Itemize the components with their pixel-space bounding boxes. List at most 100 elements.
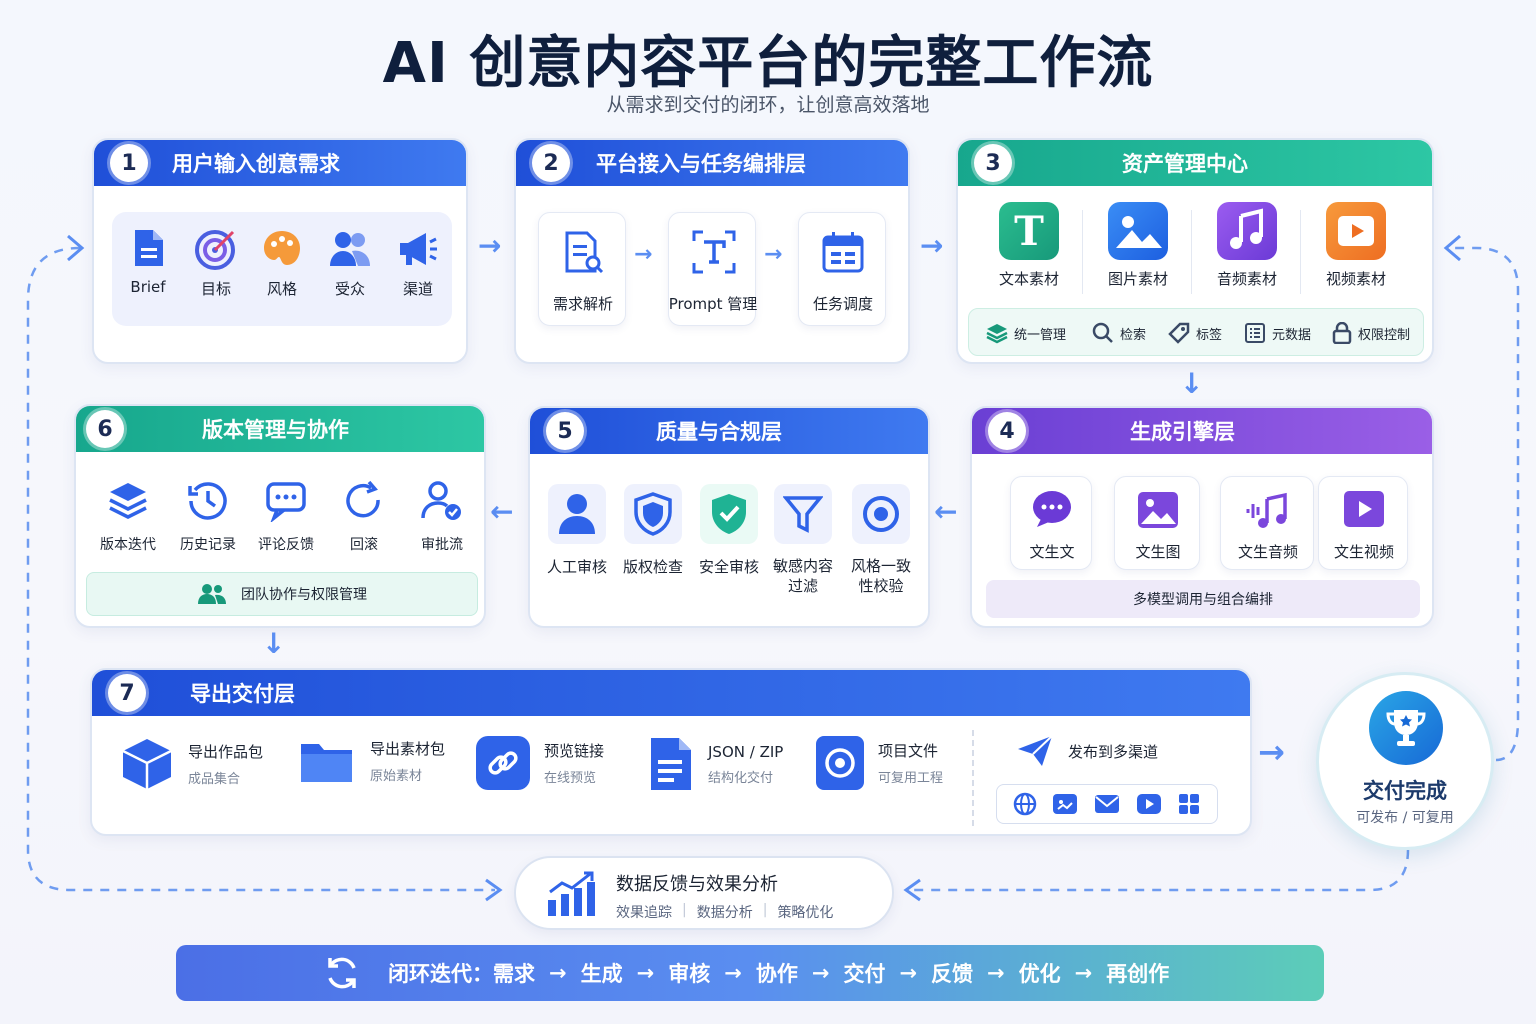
publish-label: 发布到多渠道 — [1068, 742, 1159, 761]
export-assets-label: 导出素材包 — [370, 740, 446, 758]
goal-item: 目标 — [184, 228, 248, 299]
export-assets-item: 导出素材包原始素材 — [298, 736, 445, 786]
prompt-tile: Prompt 管理 — [668, 212, 757, 326]
arrow-4-5: ← — [934, 495, 958, 528]
chat-bubble-icon — [1033, 491, 1071, 527]
audio-gen-label: 文生音频 — [1237, 543, 1298, 561]
rollback-label: 回滚 — [350, 537, 378, 553]
refresh-icon — [346, 480, 380, 518]
loop-step: 优化 — [1018, 962, 1061, 986]
approval-label: 审批流 — [421, 537, 463, 553]
loop-arrow: → — [724, 961, 742, 985]
step7-header: 7 导出交付层 — [92, 670, 1250, 716]
megaphone-icon — [400, 233, 437, 265]
multi-model-bar: 多模型调用与组合编排 — [986, 580, 1420, 618]
arrow-7-delivery: → — [1258, 733, 1285, 771]
audio-wave-icon — [1246, 492, 1287, 528]
image-asset-label: 图片素材 — [1107, 270, 1168, 288]
loop-arrow: → — [899, 961, 918, 985]
mail-icon[interactable] — [1094, 793, 1120, 815]
loop-arrow: → — [811, 961, 830, 985]
text-gen-label: 文生文 — [1029, 543, 1075, 561]
json-zip-sub: 结构化交付 — [708, 770, 774, 786]
text-asset: T 文本素材 — [984, 202, 1074, 289]
loop-arrow: → — [549, 961, 567, 985]
history-item: 历史记录 — [170, 480, 246, 554]
team-icon — [198, 584, 226, 604]
unified-label: 统一管理 — [1014, 327, 1067, 343]
arrow-5-6: ← — [490, 495, 514, 528]
loop-step: 再创作 — [1106, 962, 1170, 986]
goal-label: 目标 — [200, 280, 231, 298]
step4-card: 4 生成引擎层 文生文 文生图 文生音频 文生视频 多模型调用与组合编排 — [970, 406, 1434, 628]
music-note-icon — [1217, 202, 1277, 260]
style-consistency-label: 风格一致性校验 — [850, 557, 911, 595]
stack-icon — [986, 324, 1008, 344]
parse-tile: 需求解析 — [538, 212, 626, 326]
step3-number: 3 — [974, 144, 1012, 182]
closed-loop-bar: 闭环迭代： 需求→ 生成→ 审核→ 协作→ 交付→ 反馈→ 优化→ 再创作 — [176, 945, 1324, 1001]
video-channel-icon[interactable] — [1136, 792, 1162, 816]
feedback-title: 数据反馈与效果分析 — [616, 874, 778, 895]
loop-label: 闭环迭代： — [388, 962, 493, 986]
link-icon — [476, 736, 530, 790]
loop-step: 反馈 — [931, 962, 974, 986]
video-asset-label: 视频素材 — [1325, 270, 1386, 288]
audience-label: 受众 — [334, 280, 365, 298]
comment-label: 评论反馈 — [258, 537, 314, 553]
list-icon — [1245, 323, 1265, 343]
loop-step: 生成 — [580, 962, 623, 986]
tag-label: 标签 — [1196, 327, 1223, 343]
project-file-label: 项目文件 — [878, 742, 939, 760]
divider — [1191, 210, 1192, 294]
approval-item: 审批流 — [404, 480, 480, 554]
globe-icon[interactable] — [1013, 792, 1037, 816]
export-works-item: 导出作品包成品集合 — [120, 736, 263, 792]
schedule-label: 任务调度 — [812, 295, 873, 313]
lock-icon — [1332, 322, 1352, 344]
arrow-1-2: → — [478, 229, 502, 262]
step3-title: 资产管理中心 — [1122, 152, 1248, 176]
search-tool: 检索 — [1092, 322, 1146, 344]
image-gen-tile: 文生图 — [1114, 476, 1200, 570]
image-icon — [1108, 202, 1168, 260]
arrow-6-7: ↓ — [262, 627, 286, 660]
text-t-icon: T — [999, 202, 1059, 260]
shield-icon — [624, 484, 682, 544]
folder-icon — [301, 744, 352, 782]
unified-tool: 统一管理 — [986, 322, 1066, 344]
preview-link-sub: 在线预览 — [544, 771, 597, 786]
trophy-icon — [1369, 691, 1443, 765]
version-item: 版本迭代 — [90, 480, 166, 554]
sensitive-filter-item: 敏感内容过滤 — [770, 484, 836, 596]
metadata-label: 元数据 — [1272, 327, 1312, 343]
step5-header: 5 质量与合规层 — [530, 408, 928, 454]
arrow-parse-prompt: → — [634, 242, 653, 267]
apps-grid-icon[interactable] — [1177, 792, 1201, 816]
image-gen-label: 文生图 — [1135, 543, 1181, 561]
text-gen-tile: 文生文 — [1010, 476, 1092, 570]
project-file-icon — [816, 736, 864, 790]
copyright-item: 版权检查 — [620, 484, 686, 577]
step2-number: 2 — [532, 144, 570, 182]
step6-title: 版本管理与协作 — [202, 418, 349, 442]
step2-card: 2 平台接入与任务编排层 需求解析 → Prompt 管理 → 任务调度 — [514, 138, 910, 364]
play-video-icon — [1326, 202, 1386, 260]
delivery-title: 交付完成 — [1363, 779, 1447, 803]
style-item: 风格 — [250, 228, 314, 299]
style-consistency-item: 风格一致性校验 — [844, 484, 918, 596]
audience-item: 受众 — [318, 228, 382, 299]
step7-title: 导出交付层 — [190, 682, 295, 706]
step4-title: 生成引擎层 — [1130, 420, 1235, 444]
brief-label: Brief — [130, 278, 166, 296]
feedback-sub-analysis: 数据分析 — [696, 905, 753, 921]
loop-arrow: → — [987, 961, 1005, 985]
manual-review-item: 人工审核 — [544, 484, 610, 577]
export-works-sub: 成品集合 — [188, 772, 241, 787]
image-message-icon[interactable] — [1052, 792, 1078, 816]
delivery-sub: 可发布 / 可复用 — [1356, 810, 1454, 826]
audio-gen-tile: 文生音频 — [1220, 476, 1314, 570]
json-zip-label: JSON / ZIP — [708, 742, 784, 761]
step6-number: 6 — [86, 410, 124, 448]
